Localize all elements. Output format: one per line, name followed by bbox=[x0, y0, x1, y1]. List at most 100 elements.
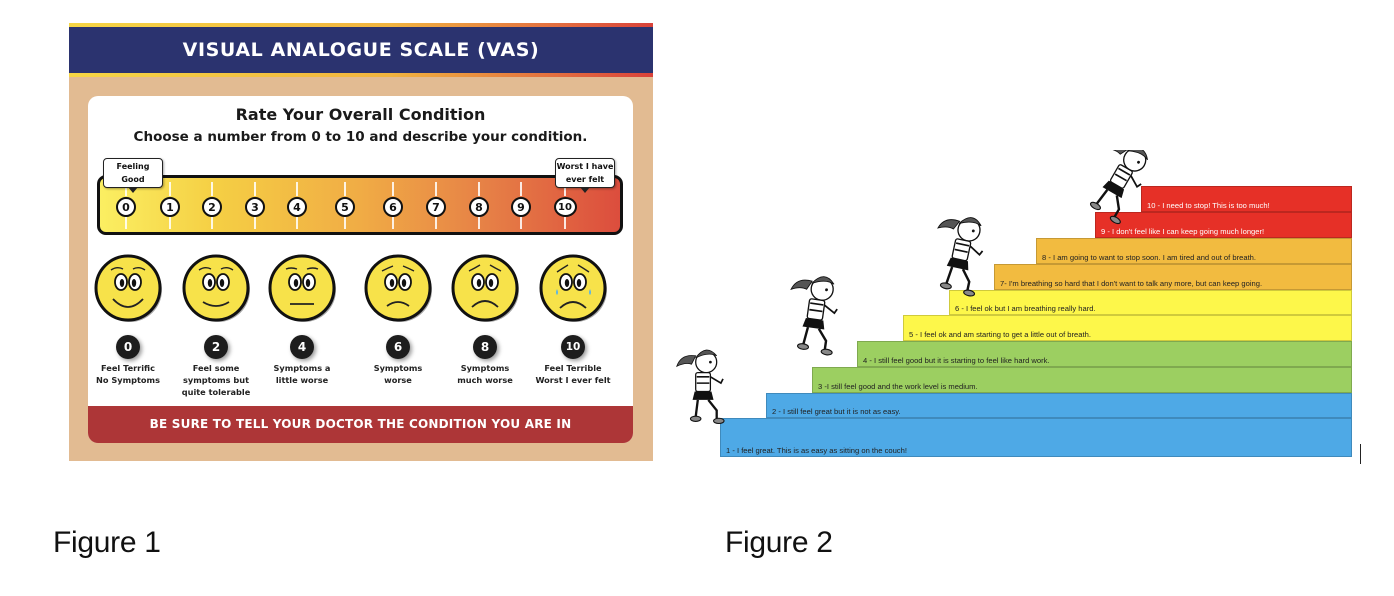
face-value-badge: 2 bbox=[204, 335, 228, 359]
face-big-smile-icon bbox=[94, 254, 162, 322]
face-value-badge: 10 bbox=[561, 335, 585, 359]
step-level-10: 10 - I need to stop! This is too much! bbox=[1141, 186, 1352, 212]
step-label: 5 - I feel ok and am starting to get a l… bbox=[909, 330, 1091, 339]
face-description: Symptoms worse bbox=[373, 363, 423, 385]
scale-tick bbox=[520, 217, 522, 229]
step-label: 4 - I still feel good but it is starting… bbox=[863, 356, 1050, 365]
callout-line: Good bbox=[121, 175, 145, 184]
scale-tick bbox=[435, 217, 437, 229]
step-label: 10 - I need to stop! This is too much! bbox=[1147, 201, 1270, 210]
step-level-3: 3 -I still feel good and the work level … bbox=[812, 367, 1352, 393]
girl-climbing-illustration bbox=[676, 150, 1148, 425]
header-bottom-stripe bbox=[69, 73, 653, 77]
scale-tick bbox=[125, 182, 127, 196]
step-level-5: 5 - I feel ok and am starting to get a l… bbox=[903, 315, 1352, 341]
scale-number-4: 4 bbox=[287, 197, 307, 217]
scale-tick bbox=[296, 217, 298, 229]
scale-tick bbox=[344, 217, 346, 229]
scale-tick bbox=[344, 182, 346, 196]
face-frown-icon bbox=[451, 254, 519, 322]
scale-tick bbox=[478, 182, 480, 196]
step-level-6: 6 - I feel ok but I am breathing really … bbox=[949, 290, 1352, 315]
vas-header-title: VISUAL ANALOGUE SCALE (VAS) bbox=[69, 27, 653, 73]
girl-standing-figure bbox=[676, 349, 725, 425]
scale-tick bbox=[211, 217, 213, 229]
girl-running-figure bbox=[937, 217, 984, 297]
scale-number-3: 3 bbox=[245, 197, 265, 217]
scale-number-9: 9 bbox=[511, 197, 531, 217]
scale-tick bbox=[254, 182, 256, 196]
scale-tick bbox=[520, 182, 522, 196]
scale-number-0: 0 bbox=[116, 197, 136, 217]
face-neutral-icon bbox=[268, 254, 336, 322]
step-label: 6 - I feel ok but I am breathing really … bbox=[955, 304, 1096, 313]
scale-tick bbox=[296, 182, 298, 196]
step-level-2: 2 - I still feel great but it is not as … bbox=[766, 393, 1352, 418]
figure-1-caption: Figure 1 bbox=[53, 526, 161, 559]
step-level-4: 4 - I still feel good but it is starting… bbox=[857, 341, 1352, 367]
scale-tick bbox=[169, 217, 171, 229]
scale-tick bbox=[435, 182, 437, 196]
face-value-badge: 8 bbox=[473, 335, 497, 359]
callout-feeling-good: Feeling Good bbox=[103, 158, 163, 193]
step-level-9: 9 - I don't feel like I can keep going m… bbox=[1095, 212, 1352, 238]
scale-tick bbox=[392, 217, 394, 229]
scale-number-1: 1 bbox=[160, 197, 180, 217]
scale-tick bbox=[564, 217, 566, 229]
step-level-7: 7- I'm breathing so hard that I don't wa… bbox=[994, 264, 1352, 290]
step-level-1: 1 - I feel great. This is as easy as sit… bbox=[720, 418, 1352, 457]
scale-number-2: 2 bbox=[202, 197, 222, 217]
scale-number-10: 10 bbox=[553, 197, 577, 217]
step-label: 9 - I don't feel like I can keep going m… bbox=[1101, 227, 1265, 236]
callout-line: ever felt bbox=[565, 175, 605, 184]
face-smile-icon bbox=[182, 254, 250, 322]
face-value-badge: 0 bbox=[116, 335, 140, 359]
face-slight-frown-icon bbox=[364, 254, 432, 322]
scale-number-6: 6 bbox=[383, 197, 403, 217]
scale-tick bbox=[211, 182, 213, 196]
header-top-stripe bbox=[69, 23, 653, 27]
scale-tick bbox=[392, 182, 394, 196]
scale-number-8: 8 bbox=[469, 197, 489, 217]
scale-number-7: 7 bbox=[426, 197, 446, 217]
face-description: Feel Terrific No Symptoms bbox=[96, 363, 160, 385]
vas-card: Rate Your Overall Condition Choose a num… bbox=[88, 96, 633, 443]
face-value-badge: 6 bbox=[386, 335, 410, 359]
step-label: 1 - I feel great. This is as easy as sit… bbox=[726, 446, 907, 455]
face-value-badge: 4 bbox=[290, 335, 314, 359]
face-crying-icon bbox=[539, 254, 607, 322]
figure-2-caption: Figure 2 bbox=[725, 526, 833, 559]
step-label: 2 - I still feel great but it is not as … bbox=[772, 407, 901, 416]
vas-figure: VISUAL ANALOGUE SCALE (VAS) Rate Your Ov… bbox=[69, 23, 653, 461]
step-label: 3 -I still feel good and the work level … bbox=[818, 382, 978, 391]
doctor-reminder-banner: BE SURE TO TELL YOUR DOCTOR THE CONDITIO… bbox=[88, 406, 633, 443]
step-level-8: 8 - I am going to want to stop soon. I a… bbox=[1036, 238, 1352, 264]
callout-line: Feeling bbox=[116, 162, 150, 171]
face-description: Feel Terrible Worst I ever felt bbox=[535, 363, 611, 385]
face-description: Symptoms a little worse bbox=[273, 363, 331, 385]
face-description: Symptoms much worse bbox=[457, 363, 513, 385]
scale-tick bbox=[169, 182, 171, 196]
scale-tick bbox=[478, 217, 480, 229]
step-label: 7- I'm breathing so hard that I don't wa… bbox=[1000, 279, 1263, 288]
card-title: Rate Your Overall Condition bbox=[235, 105, 486, 124]
pain-scale-bar: 0 1 2 3 4 5 6 7 8 9 10 bbox=[97, 175, 623, 235]
girl-climbing-figure bbox=[790, 276, 838, 356]
callout-worst-felt: Worst I have ever felt bbox=[555, 158, 615, 193]
step-label: 8 - I am going to want to stop soon. I a… bbox=[1042, 253, 1257, 262]
callout-line: Worst I have bbox=[556, 162, 614, 171]
scale-tick bbox=[125, 217, 127, 229]
scale-number-5: 5 bbox=[335, 197, 355, 217]
face-description: Feel some symptoms but quite tolerable bbox=[181, 363, 251, 397]
scale-tick bbox=[564, 182, 566, 196]
text-cursor bbox=[1360, 444, 1361, 464]
girl-exhausted-figure bbox=[1089, 150, 1148, 225]
card-subtitle: Choose a number from 0 to 10 and describ… bbox=[133, 129, 588, 145]
exertion-staircase-figure: 1 - I feel great. This is as easy as sit… bbox=[672, 150, 1372, 470]
scale-tick bbox=[254, 217, 256, 229]
